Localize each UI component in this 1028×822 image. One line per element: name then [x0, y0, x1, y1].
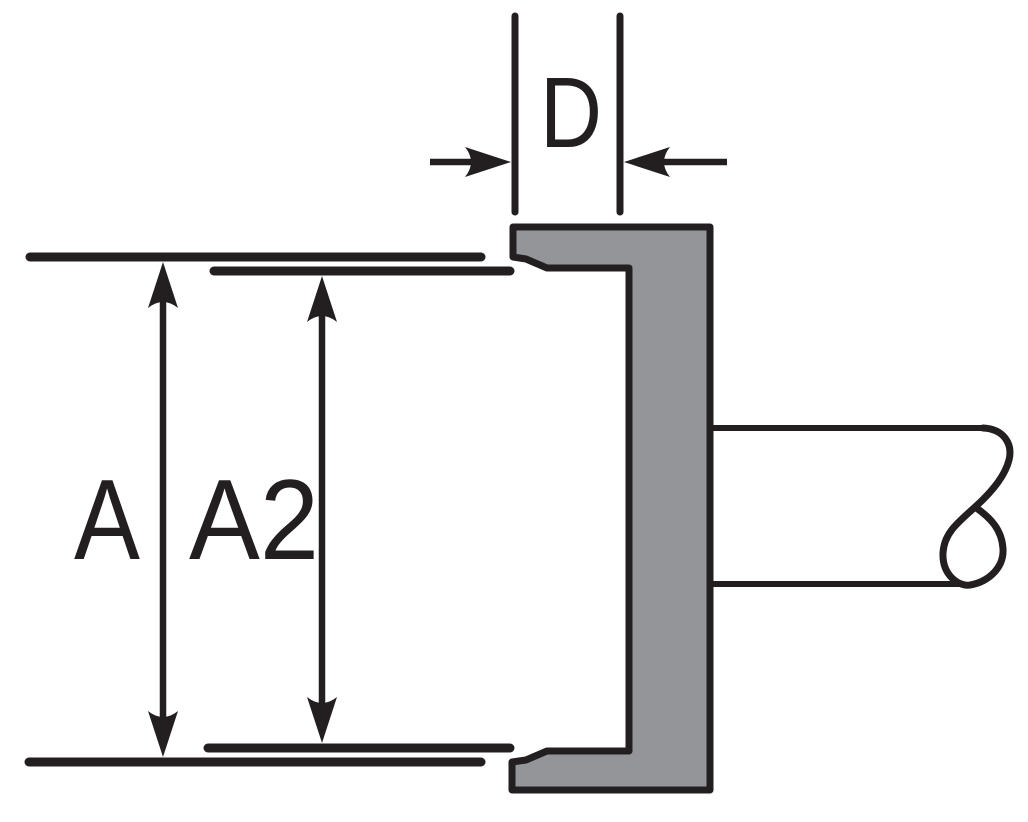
dimension-label-a: A [74, 457, 140, 584]
dimension-label-d: D [540, 57, 602, 169]
a2-dimension-arrow [307, 276, 337, 743]
d-arrow-left [430, 147, 511, 177]
a-dimension-arrow [148, 262, 178, 757]
a2-arrowhead-bottom [307, 697, 337, 743]
a2-arrowhead-top [307, 276, 337, 322]
a-arrowhead-bottom [148, 711, 178, 757]
a-arrowhead-top [148, 262, 178, 308]
dimension-label-a2: A2 [189, 457, 319, 584]
shaft-break-curve [939, 424, 1014, 589]
d-arrow-right [624, 147, 727, 177]
d-arrowhead-right [624, 147, 670, 177]
part-cross-section [508, 223, 714, 794]
d-arrowhead-left [465, 147, 511, 177]
